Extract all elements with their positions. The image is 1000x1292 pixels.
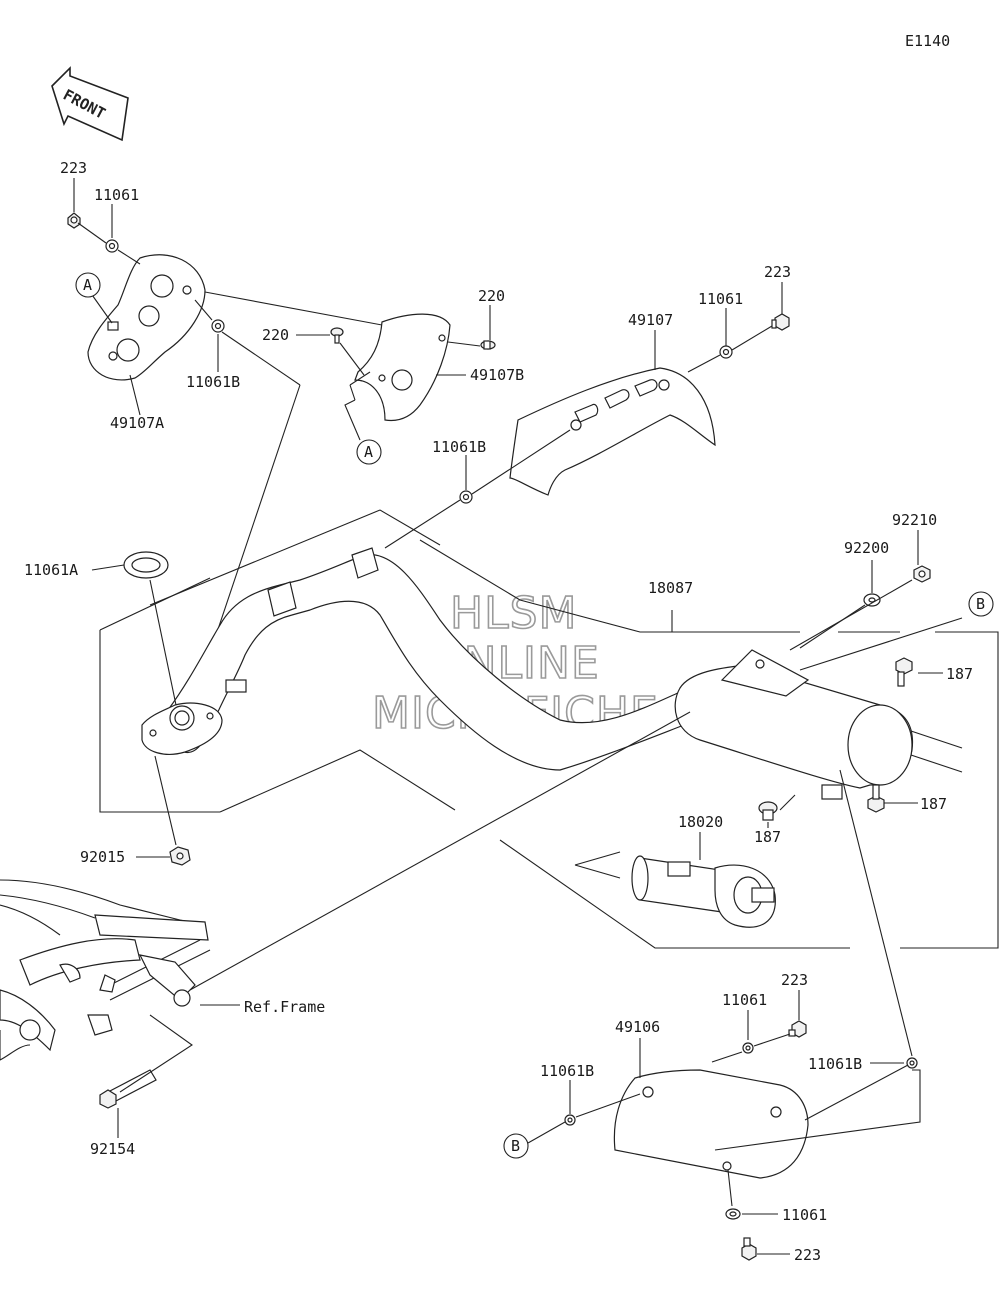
gasket-11061a bbox=[123, 551, 169, 579]
part-label: 49107B bbox=[470, 366, 524, 384]
washer-11061b-c bbox=[564, 1114, 576, 1126]
washer-11061-a bbox=[105, 239, 119, 253]
part-label: 220 bbox=[478, 287, 505, 305]
washer-11061b-b bbox=[459, 490, 473, 504]
part-label: 49107A bbox=[110, 414, 164, 432]
part-label: 18087 bbox=[648, 579, 693, 597]
part-label: 11061 bbox=[698, 290, 743, 308]
callout-a-2: A bbox=[356, 439, 382, 465]
bolt-187-c bbox=[758, 801, 778, 821]
bolt-223-c bbox=[788, 1020, 807, 1038]
washer-11061-c bbox=[742, 1042, 754, 1054]
nut-92210 bbox=[913, 565, 931, 583]
screw-220-b bbox=[480, 340, 496, 350]
svg-text:B: B bbox=[511, 1137, 520, 1155]
front-arrow-icon: FRONT bbox=[51, 66, 129, 142]
callout-b-2: B bbox=[503, 1133, 529, 1159]
bolt-223-b bbox=[771, 313, 790, 331]
part-label: 11061B bbox=[186, 373, 240, 391]
screw-220-a bbox=[330, 327, 344, 344]
spark-arrester-18020 bbox=[631, 855, 776, 928]
part-label: 92015 bbox=[80, 848, 125, 866]
heat-guard-49107a bbox=[87, 254, 206, 381]
part-label: 92200 bbox=[844, 539, 889, 557]
part-label: 11061B bbox=[540, 1062, 594, 1080]
svg-text:A: A bbox=[83, 276, 92, 294]
bolt-187-b bbox=[867, 784, 885, 813]
exhaust-flange bbox=[141, 702, 223, 755]
diagram-code: E1140 bbox=[905, 32, 950, 50]
washer-11061-d bbox=[725, 1208, 741, 1220]
muffler bbox=[674, 649, 914, 800]
part-label: 11061 bbox=[722, 991, 767, 1009]
part-label: 49106 bbox=[615, 1018, 660, 1036]
washer-11061b-a bbox=[211, 319, 225, 333]
callout-b-1: B bbox=[968, 591, 994, 617]
part-label: 187 bbox=[946, 665, 973, 683]
svg-text:B: B bbox=[976, 595, 985, 613]
bolt-223-d bbox=[741, 1237, 757, 1261]
frame-reference bbox=[0, 879, 211, 1061]
callout-a-1: A bbox=[75, 272, 101, 298]
svg-text:A: A bbox=[364, 443, 373, 461]
part-label: 11061 bbox=[94, 186, 139, 204]
part-label: 11061B bbox=[432, 438, 486, 456]
part-label: 223 bbox=[794, 1246, 821, 1264]
part-label: 49107 bbox=[628, 311, 673, 329]
washer-92200 bbox=[863, 593, 881, 607]
heat-guard-49107 bbox=[509, 367, 716, 496]
heat-guard-49106 bbox=[613, 1069, 809, 1179]
part-label: 220 bbox=[262, 326, 289, 344]
part-label: 11061B bbox=[808, 1055, 862, 1073]
part-label: 223 bbox=[60, 159, 87, 177]
part-label: 223 bbox=[764, 263, 791, 281]
part-label: 223 bbox=[781, 971, 808, 989]
part-label: 18020 bbox=[678, 813, 723, 831]
heat-guard-49107b bbox=[354, 313, 451, 422]
bolt-92154 bbox=[99, 1069, 157, 1109]
washer-11061-b bbox=[719, 345, 733, 359]
part-label: 11061A bbox=[24, 561, 78, 579]
part-label: 187 bbox=[920, 795, 947, 813]
part-label: 11061 bbox=[782, 1206, 827, 1224]
washer-11061b-d bbox=[906, 1057, 918, 1069]
part-label: Ref.Frame bbox=[244, 998, 325, 1016]
part-label: 92154 bbox=[90, 1140, 135, 1158]
bolt-187-a bbox=[895, 657, 913, 687]
bolt-223-a bbox=[67, 212, 81, 229]
part-label: 187 bbox=[754, 828, 781, 846]
part-label: 92210 bbox=[892, 511, 937, 529]
nut-92015 bbox=[169, 846, 191, 866]
